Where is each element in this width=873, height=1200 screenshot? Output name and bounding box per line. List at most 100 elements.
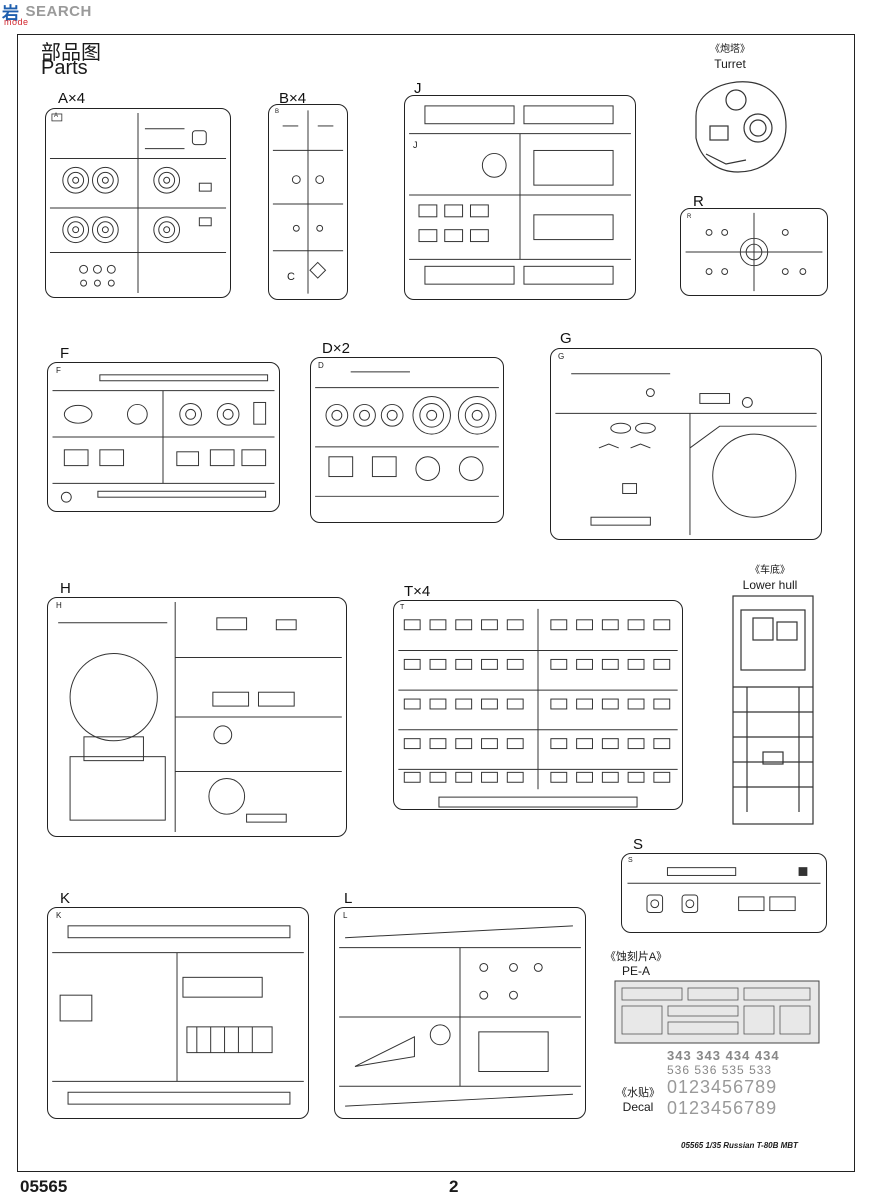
track-link (550, 738, 568, 750)
sprue-t-label: T×4 (404, 583, 431, 600)
sprue-t-drawing (398, 608, 678, 808)
sprue-b-label: B×4 (279, 90, 307, 107)
track-link (506, 771, 524, 783)
track-link (403, 698, 421, 710)
sprue-h: H (47, 597, 347, 837)
decal-sheet-caption: 05565 1/35 Russian T-80B MBT (681, 1141, 798, 1150)
sprue-t: T (393, 600, 683, 810)
watermark-search: SEARCH (25, 2, 92, 20)
track-link (653, 619, 671, 631)
turret-caption-en: Turret (714, 57, 746, 71)
sprue-d-drawing (315, 371, 499, 497)
track-link (653, 771, 671, 783)
watermark: 岩 mode SEARCH (0, 0, 92, 28)
track-link (429, 619, 447, 631)
sprue-a-drawing (49, 112, 227, 294)
pe-caption: 《蚀刻片A》 PE-A (590, 950, 682, 978)
track-link (601, 619, 619, 631)
page-title-cn: 部品图 (41, 42, 101, 64)
decal-row-3: 0123456789 (667, 1077, 778, 1097)
track-link (576, 771, 593, 783)
sprue-s-label: S (633, 836, 644, 853)
sprue-b-tag: B (275, 109, 280, 115)
sprue-d-tag: D (318, 361, 324, 370)
track-link (506, 738, 524, 750)
lower-hull-drawing (732, 595, 814, 825)
sprue-s: S (621, 853, 827, 933)
track-link (627, 738, 645, 750)
track-link (627, 658, 645, 670)
sprue-f-drawing (52, 374, 275, 503)
sprue-s-drawing (627, 867, 821, 913)
lower-hull-caption-en: Lower hull (742, 578, 798, 592)
watermark-logo: 岩 (2, 3, 20, 23)
track-link (455, 738, 473, 750)
turret-caption: 《炮塔》 Turret (690, 43, 770, 71)
track-link (627, 698, 645, 710)
track-link (403, 619, 421, 631)
track-link (653, 658, 671, 670)
decal-caption-en: Decal (622, 1100, 654, 1114)
track-link (481, 738, 498, 750)
page-title-en: Parts (41, 57, 88, 79)
sprue-k-label: K (60, 890, 71, 907)
track-link (653, 738, 671, 750)
track-link (601, 771, 619, 783)
sprue-d-label: D×2 (322, 340, 350, 357)
sprue-b: B C (268, 104, 348, 300)
track-link (455, 658, 473, 670)
decal-caption: 《水贴》 Decal (603, 1086, 673, 1114)
sprue-l-drawing (339, 925, 581, 1107)
turret-drawing (695, 81, 787, 173)
sprue-r: R (680, 208, 828, 296)
track-link (601, 698, 619, 710)
sprue-g-tag: G (558, 352, 565, 361)
track-link (429, 771, 447, 783)
page-frame (17, 34, 855, 1172)
decal-row-2: 536 536 535 533 (667, 1063, 773, 1077)
track-link (550, 698, 568, 710)
track-link (455, 698, 473, 710)
track-link (481, 619, 498, 631)
sprue-r-drawing (685, 212, 823, 292)
sprue-h-drawing (58, 601, 342, 833)
track-link (429, 698, 447, 710)
decal-row-1: 343 343 434 434 (667, 1048, 780, 1063)
decal-caption-cn: 《水贴》 (616, 1087, 660, 1099)
sprue-j-label: J (414, 80, 422, 97)
sprue-d: D (310, 357, 504, 523)
sprue-j: J (404, 95, 636, 300)
sprue-g-label: G (560, 330, 572, 347)
sprue-l-label: L (344, 890, 353, 907)
track-link (455, 619, 473, 631)
sprue-b-bottom-tag: C (287, 271, 295, 283)
track-link (481, 658, 498, 670)
track-link (627, 771, 645, 783)
sprue-l-tag: L (343, 911, 348, 920)
track-link (653, 698, 671, 710)
track-link (601, 658, 619, 670)
sprue-b-drawing (272, 110, 344, 294)
sprue-r-label: R (693, 193, 704, 210)
sprue-k-drawing (52, 925, 304, 1105)
sprue-l: L (334, 907, 586, 1119)
track-link (506, 698, 524, 710)
watermark-logo-sub: mode (4, 17, 29, 27)
lower-hull-caption-cn: 《车底》 (750, 565, 790, 576)
track-link (403, 771, 421, 783)
sprue-f-tag: F (56, 366, 61, 375)
pe-caption-en: PE-A (621, 964, 650, 978)
track-link (550, 658, 568, 670)
track-link (601, 738, 619, 750)
track-link (429, 738, 447, 750)
track-link (576, 698, 593, 710)
sprue-s-tag: S (628, 857, 633, 864)
turret-caption-cn: 《炮塔》 (710, 44, 750, 55)
product-code: 05565 (20, 1177, 68, 1196)
track-link (403, 738, 421, 750)
sprue-a-label: A×4 (58, 90, 86, 107)
sprue-j-drawing (409, 105, 631, 285)
track-link (550, 771, 568, 783)
track-link (455, 771, 473, 783)
track-link (481, 771, 498, 783)
